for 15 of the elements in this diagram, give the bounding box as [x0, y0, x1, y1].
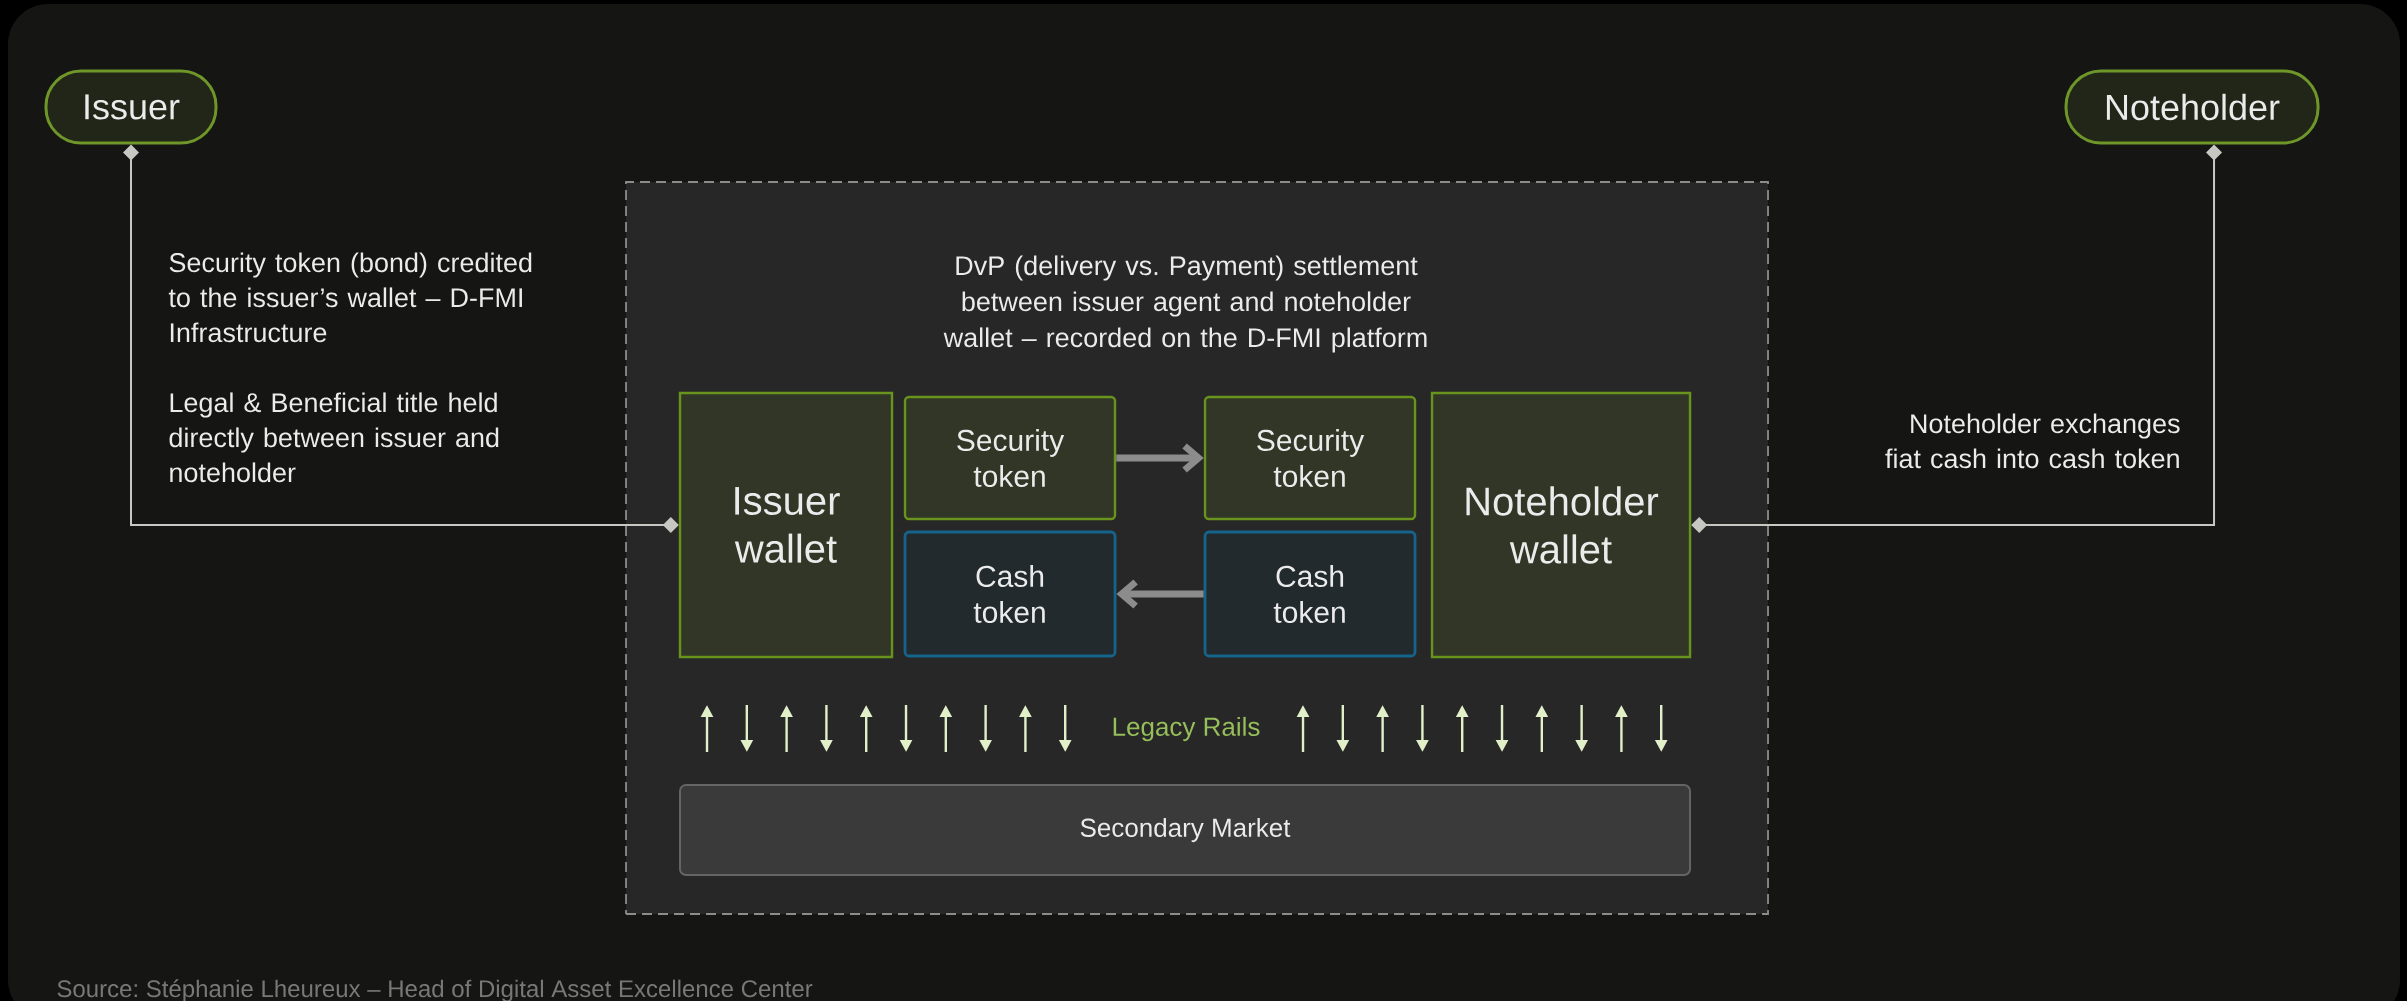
note: Noteholder exchanges fiat cash into cash token [1885, 413, 2180, 469]
wallet-box: Issuer wallet [678, 391, 894, 659]
market-box: Secondary Market [679, 784, 1692, 876]
token-box: Security token [1203, 395, 1417, 521]
token-box: Security token [903, 395, 1117, 521]
token-box: Cash token [903, 530, 1117, 658]
note: Legal & Beneficial title held directly between issuer and noteholder [169, 392, 499, 483]
pill-button: Issuer [44, 69, 218, 145]
note: Security token (bond) credited to the issuer’s wallet – D-FMI Infrastructure [168, 252, 532, 343]
wallet-box: Noteholder wallet [1430, 391, 1692, 659]
pill-button: Noteholder [2064, 69, 2320, 145]
connector-line [123, 144, 679, 533]
token-box: Cash token [1203, 530, 1417, 658]
heading: DvP (delivery vs. Payment) settlement between issuer agent and noteholder wallet – recorded on the D-FMI platform [943, 255, 1427, 353]
rails-label: Legacy Rails [1113, 716, 1260, 742]
